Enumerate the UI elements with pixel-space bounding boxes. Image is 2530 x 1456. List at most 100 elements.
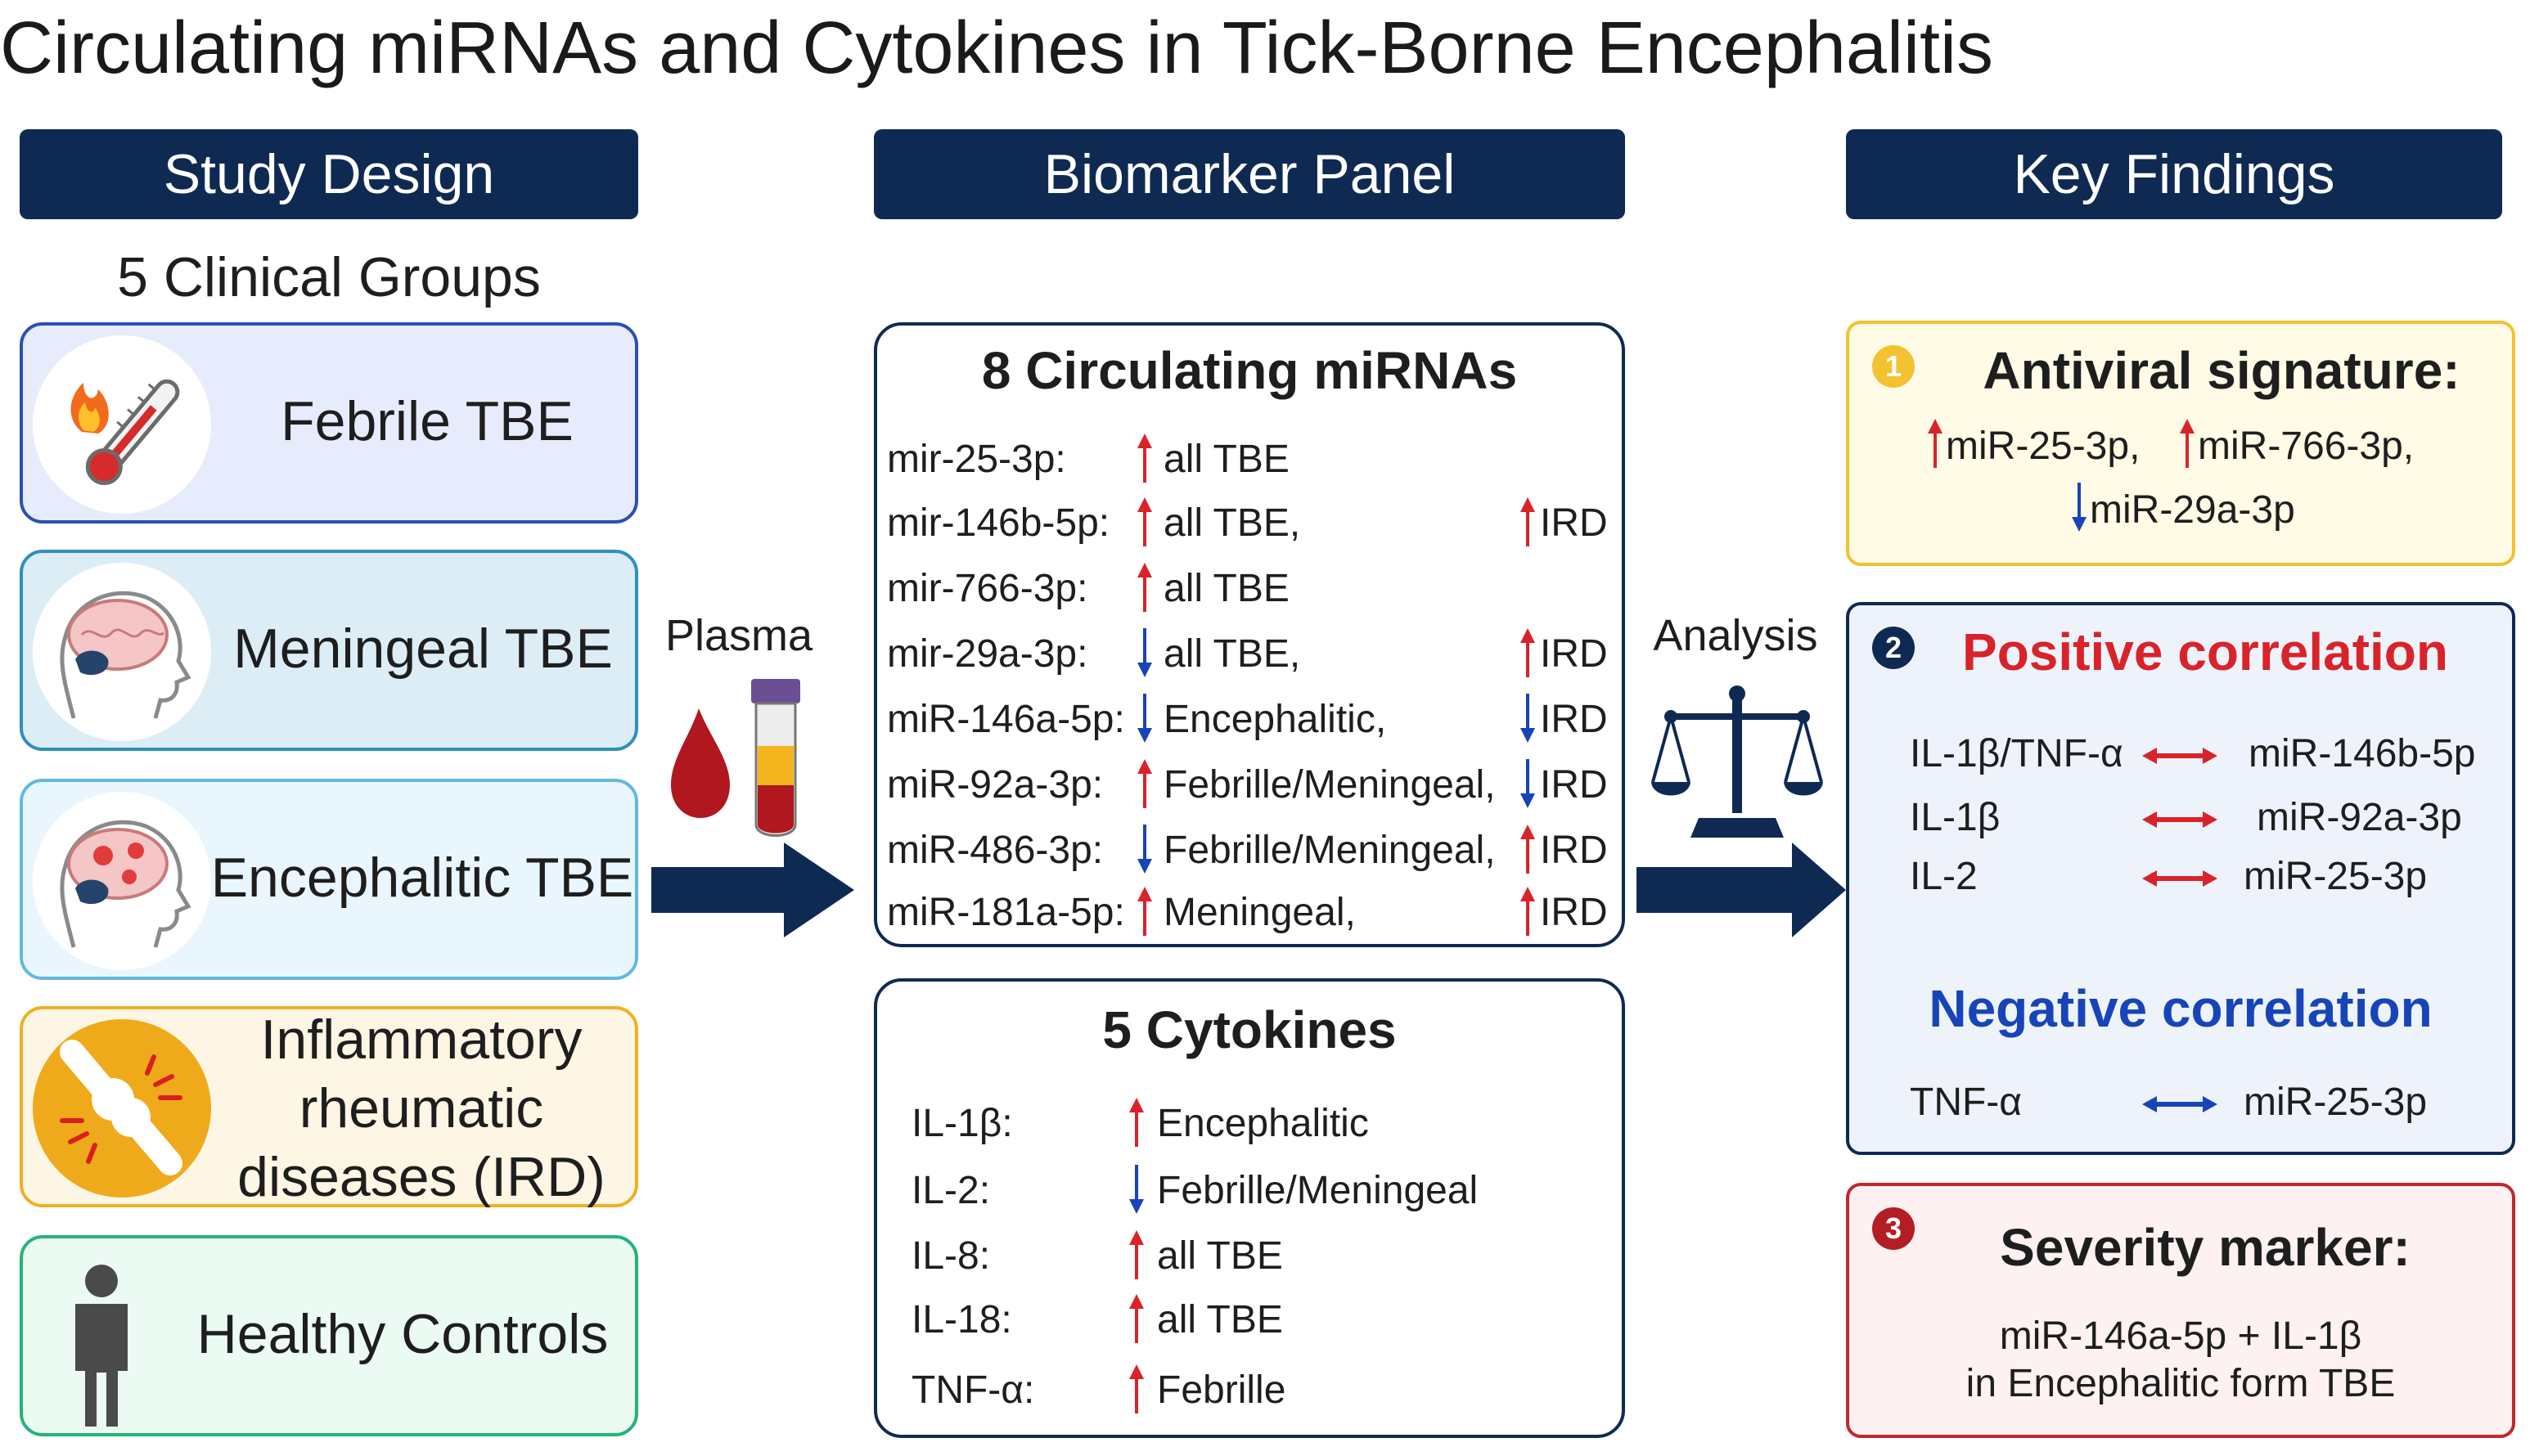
up-arrow-icon [1129,1294,1144,1343]
up-arrow-icon [1137,887,1152,936]
up-arrow-icon [1520,497,1535,546]
group-febrile-tbe: Febrile TBE [20,322,638,524]
person-icon [33,1248,211,1427]
mirna-groups: all TBE, [1164,501,1301,545]
finding-correlation: 2 Positive correlation Negative correlat… [1846,602,2515,1155]
cytokine-name: IL-18: [912,1298,1012,1341]
blood-sample-icon [671,679,800,837]
group-meningeal-tbe: Meningeal TBE [20,550,638,751]
mirna-name: miR-486-3p: [887,829,1104,872]
double-arrow-icon [2142,748,2217,764]
down-arrow-icon [1520,694,1535,743]
up-arrow-icon [1137,497,1152,546]
mirna-groups: Meningeal, [1164,891,1356,934]
cytokine-name: IL-1β: [912,1102,1013,1145]
up-arrow-icon [1520,825,1535,874]
ird-label: IRD [1540,698,1608,741]
cytokine-groups: all TBE [1157,1234,1283,1278]
up-arrow-icon [1129,1098,1144,1147]
finding-severity: 3 Severity marker: miR-146a-5p + IL-1β i… [1846,1183,2515,1438]
header-study-design: Study Design [20,129,638,219]
plasma-label: Plasma [664,611,813,660]
fever-thermometer-icon [33,335,211,514]
ird-label: IRD [1540,632,1608,676]
mirna-name: mir-25-3p: [887,438,1066,481]
up-arrow-icon [1928,419,1943,468]
down-arrow-icon [1129,1165,1144,1214]
cytokine-panel-title: 5 Cytokines [1102,1000,1397,1059]
mirna-panel: 8 Circulating miRNAs mir-25-3p: all TBE mi… [874,322,1625,947]
correlation-mirna: miR-146b-5p [2249,732,2476,775]
antiviral-mirna: miR-29a-3p [2090,488,2295,532]
mirna-groups: Encephalitic, [1164,698,1387,741]
cytokine-name: TNF-α: [912,1368,1035,1412]
cytokine-name: IL-2: [912,1169,991,1212]
down-arrow-icon [1137,628,1152,677]
group-label: Febrile TBE [281,390,574,452]
ird-direction-wrapper [1519,627,1537,681]
down-arrow-icon [1137,825,1152,874]
severity-line-2: in Encephalitic form TBE [1965,1362,2396,1405]
ird-label: IRD [1540,891,1608,934]
finding-number-2: 2 [1872,627,1915,669]
mirna-groups: Febrille/Meningeal, [1164,829,1496,872]
correlation-cytokine: IL-1β/TNF-α [1910,732,2123,775]
page-title: Circulating miRNAs and Cytokines in Tick… [0,7,1993,89]
group-label-line: Inflammatory [260,1009,583,1071]
positive-correlation-title: Positive correlation [1962,622,2448,681]
cytokine-direction-wrapper [1128,1292,1146,1346]
up-arrow-icon [1520,887,1535,936]
up-arrow-icon [1129,1230,1144,1279]
group-label-line: diseases (IRD) [237,1146,605,1208]
cytokine-groups: all TBE [1157,1298,1283,1341]
inflamed-brain-head-icon [33,792,211,970]
antiviral-title: Antiviral signature: [1983,341,2460,400]
cytokine-name: IL-8: [912,1234,991,1278]
brain-head-icon [33,563,211,741]
correlation-mirna: miR-25-3p [2244,855,2428,898]
mirna-groups: all TBE [1164,567,1290,610]
negative-correlation-title: Negative correlation [1929,979,2433,1038]
up-arrow-icon [1137,434,1152,483]
mirna-direction-wrapper [1136,757,1154,811]
correlation-cytokine: IL-2 [1910,855,1978,898]
ird-direction-wrapper [1519,757,1537,811]
correlation-cytokine: IL-1β [1910,796,2001,839]
flow-arrow-1 [651,843,854,937]
cytokine-groups: Febrille/Meningeal [1157,1169,1479,1212]
ird-direction-wrapper [1519,885,1537,939]
antiviral-mirna: miR-766-3p, [2198,425,2415,468]
down-arrow-icon [1137,694,1152,743]
group-encephalitic-tbe: Encephalitic TBE [20,779,638,980]
mirna-name: miR-92a-3p: [887,763,1104,807]
group-healthy-controls: Healthy Controls [20,1235,638,1436]
down-arrow-icon [2072,483,2087,532]
mirna-groups: all TBE [1164,438,1290,481]
mirna-name: mir-766-3p: [887,567,1088,610]
antiviral-direction-wrapper [1926,417,1944,471]
double-arrow-icon [2142,870,2217,887]
analysis-label: Analysis [1653,611,1818,660]
cytokine-direction-wrapper [1128,1096,1146,1150]
antiviral-direction-wrapper [2178,417,2196,471]
groups-title: 5 Clinical Groups [117,246,541,308]
mirna-name: mir-146b-5p: [887,501,1110,545]
flow-arrow-2 [1636,843,1846,937]
down-arrow-icon [1520,759,1535,808]
finding-number-1: 1 [1872,345,1915,388]
mirna-direction-wrapper [1136,496,1154,550]
mirna-panel-title: 8 Circulating miRNAs [981,341,1518,400]
header-biomarker-panel: Biomarker Panel [874,129,1625,219]
mirna-name: miR-181a-5p: [887,891,1125,934]
correlation-mirna: miR-25-3p [2244,1081,2428,1124]
mirna-groups: Febrille/Meningeal, [1164,763,1496,807]
mirna-groups: all TBE, [1164,632,1301,676]
mirna-direction-wrapper [1136,561,1154,615]
correlation-mirna: miR-92a-3p [2257,796,2462,839]
up-arrow-icon [2180,419,2195,468]
severity-line-1: miR-146a-5p + IL-1β [1999,1314,2362,1358]
up-arrow-icon [1520,628,1535,677]
ird-label: IRD [1540,763,1608,807]
finding-antiviral: 1 Antiviral signature: miR-25-3p,miR-766… [1846,321,2515,566]
